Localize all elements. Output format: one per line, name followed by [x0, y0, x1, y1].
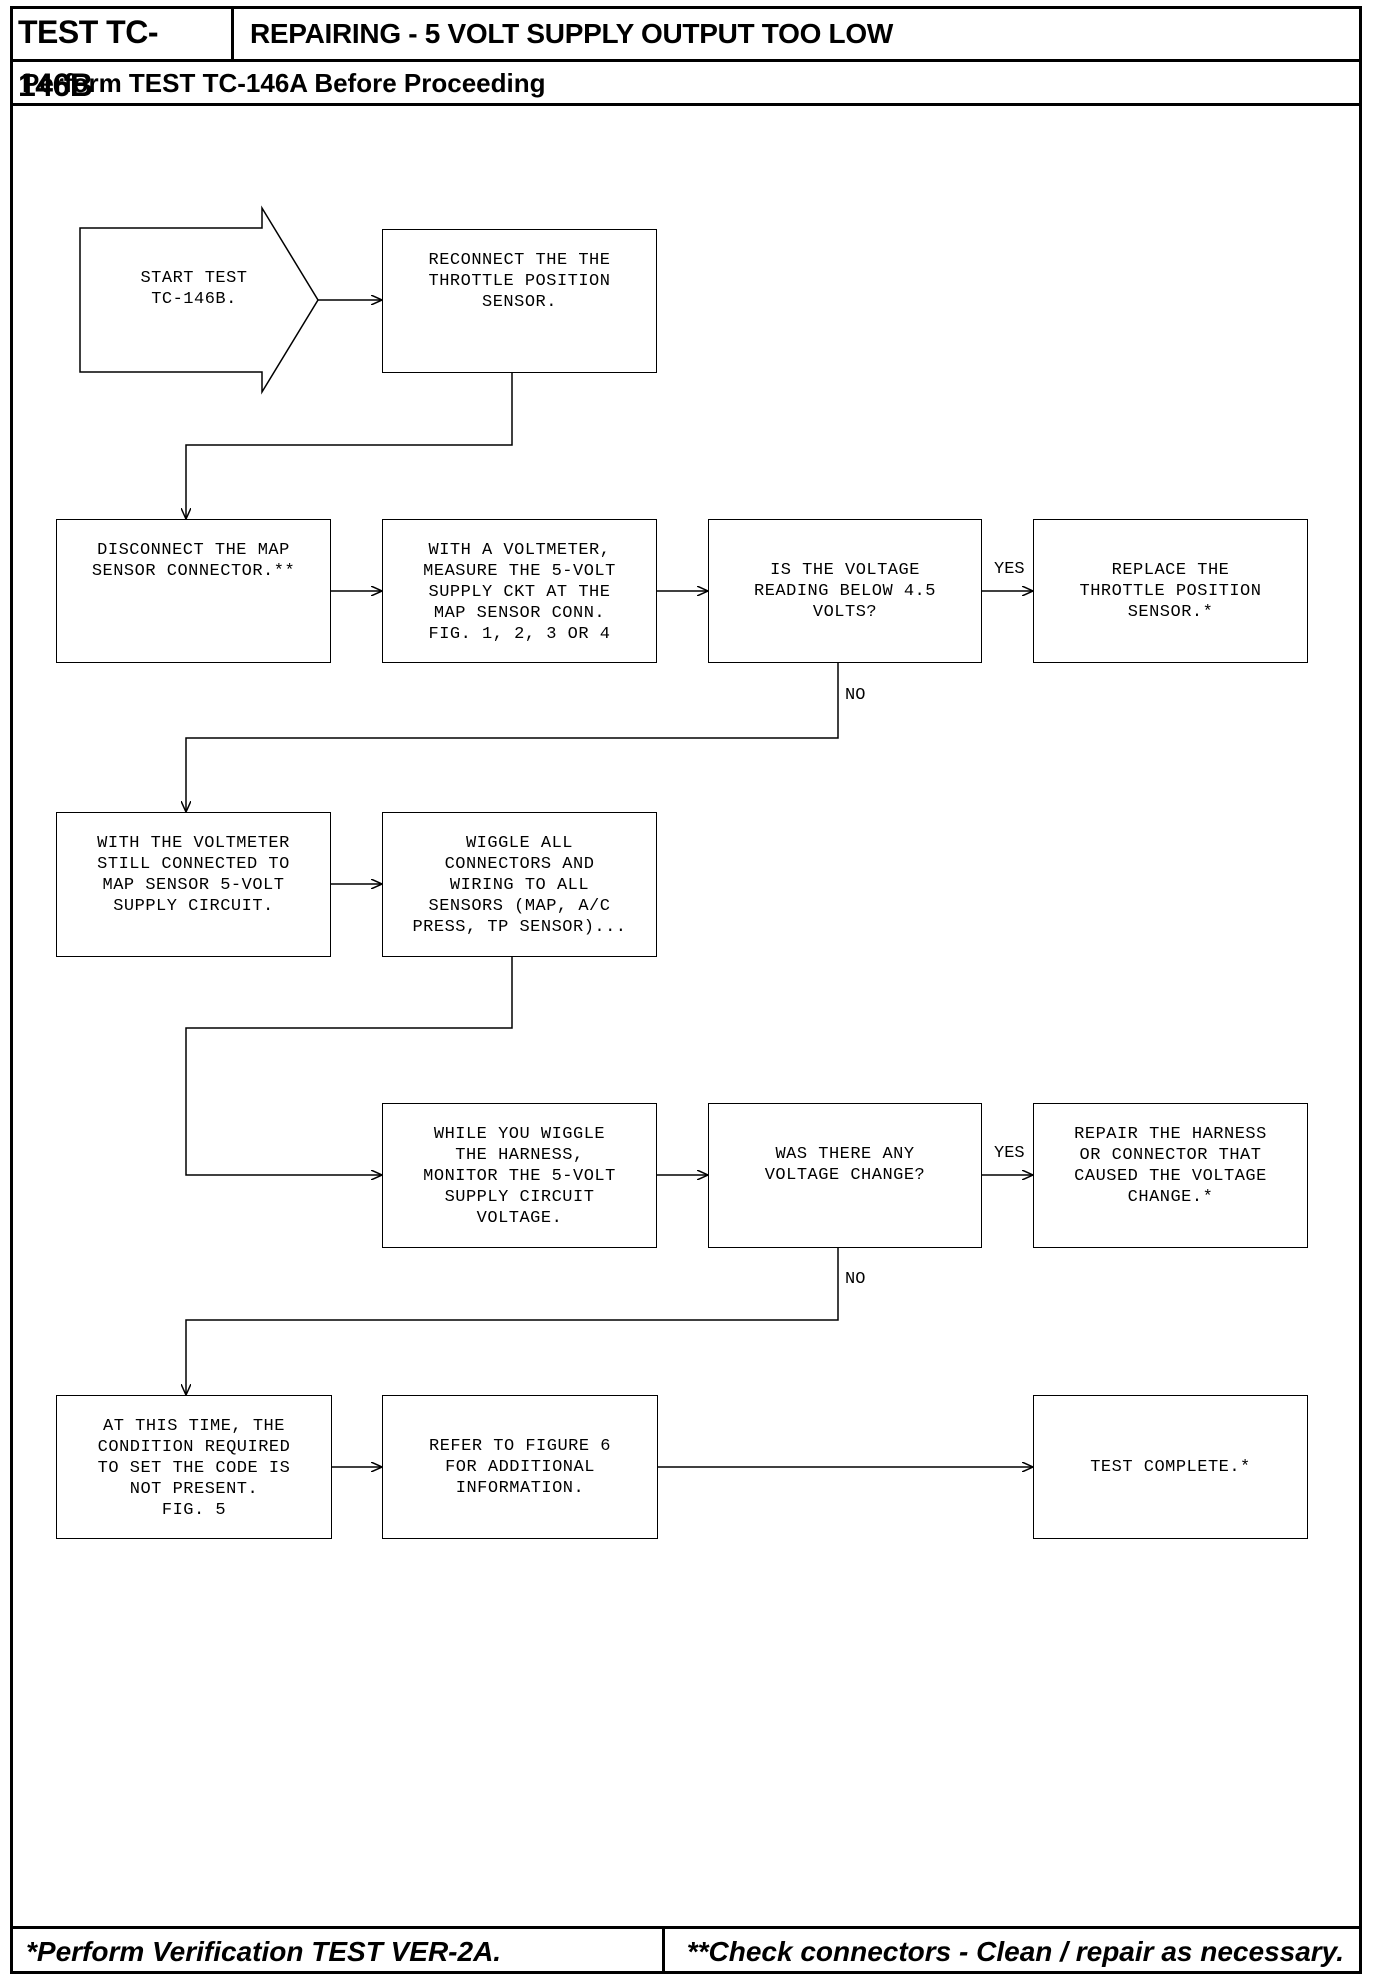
decision-voltage-change-text: WAS THERE ANY VOLTAGE CHANGE? [764, 1145, 926, 1185]
test-id: TEST TC-146B [10, 6, 234, 103]
start-arrow-shape [79, 205, 319, 395]
yes-label-1: YES [994, 560, 1025, 579]
step-wiggle-connectors-text: WIGGLE ALL CONNECTORS AND WIRING TO ALL … [412, 834, 627, 937]
step-voltmeter-connected: WITH THE VOLTMETER STILL CONNECTED TO MA… [56, 812, 331, 957]
result-test-complete-text: TEST COMPLETE.* [1090, 1457, 1251, 1477]
connector-decision2-no [186, 1247, 839, 1395]
result-replace-tp-sensor: REPLACE THE THROTTLE POSITION SENSOR.* [1033, 519, 1308, 663]
no-label-1: NO [845, 686, 866, 705]
decision-voltage-below-text: IS THE VOLTAGE READING BELOW 4.5 VOLTS? [754, 561, 936, 622]
page-frame [10, 6, 1362, 1974]
step-condition-not-present-text: AT THIS TIME, THE CONDITION REQUIRED TO … [97, 1417, 291, 1520]
connector-step1-step2 [186, 372, 513, 519]
page-title: REPAIRING - 5 VOLT SUPPLY OUTPUT TOO LOW [250, 18, 893, 49]
result-test-complete: TEST COMPLETE.* [1033, 1395, 1308, 1539]
step-disconnect-map-text: DISCONNECT THE MAP SENSOR CONNECTOR.** [91, 541, 296, 581]
footer-verification-note: *Perform Verification TEST VER-2A. [10, 1929, 665, 1974]
step-monitor-voltage: WHILE YOU WIGGLE THE HARNESS, MONITOR TH… [382, 1103, 657, 1248]
connector-step5-step6 [185, 957, 513, 1175]
prerequisite-note: Perform TEST TC-146A Before Proceeding [10, 62, 1362, 106]
result-replace-tp-sensor-text: REPLACE THE THROTTLE POSITION SENSOR.* [1079, 561, 1262, 622]
step-condition-not-present: AT THIS TIME, THE CONDITION REQUIRED TO … [56, 1395, 332, 1539]
step-monitor-voltage-text: WHILE YOU WIGGLE THE HARNESS, MONITOR TH… [423, 1125, 616, 1228]
footer-bar: *Perform Verification TEST VER-2A. **Che… [10, 1926, 1362, 1974]
no-label-2: NO [845, 1270, 866, 1289]
step-refer-figure: REFER TO FIGURE 6 FOR ADDITIONAL INFORMA… [382, 1395, 658, 1539]
footer-connector-note: **Check connectors - Clean / repair as n… [686, 1936, 1344, 1967]
result-repair-harness: REPAIR THE HARNESS OR CONNECTOR THAT CAU… [1033, 1103, 1308, 1248]
step-measure-voltage: WITH A VOLTMETER, MEASURE THE 5-VOLT SUP… [382, 519, 657, 663]
yes-label-2: YES [994, 1144, 1025, 1163]
start-label: START TEST TC-146B. [140, 269, 248, 309]
header-bar: TEST TC-146B REPAIRING - 5 VOLT SUPPLY O… [10, 6, 1362, 103]
decision-voltage-change: WAS THERE ANY VOLTAGE CHANGE? [708, 1103, 982, 1248]
connector-decision1-no [186, 663, 839, 812]
step-disconnect-map: DISCONNECT THE MAP SENSOR CONNECTOR.** [56, 519, 331, 663]
step-reconnect-tp-sensor: RECONNECT THE THE THROTTLE POSITION SENS… [382, 229, 657, 373]
step-measure-voltage-text: WITH A VOLTMETER, MEASURE THE 5-VOLT SUP… [423, 541, 616, 644]
decision-voltage-below: IS THE VOLTAGE READING BELOW 4.5 VOLTS? [708, 519, 982, 663]
step-wiggle-connectors: WIGGLE ALL CONNECTORS AND WIRING TO ALL … [382, 812, 657, 957]
result-repair-harness-text: REPAIR THE HARNESS OR CONNECTOR THAT CAU… [1074, 1125, 1267, 1207]
step-voltmeter-connected-text: WITH THE VOLTMETER STILL CONNECTED TO MA… [97, 834, 290, 916]
step-refer-figure-text: REFER TO FIGURE 6 FOR ADDITIONAL INFORMA… [429, 1437, 611, 1498]
step-reconnect-tp-sensor-text: RECONNECT THE THE THROTTLE POSITION SENS… [428, 251, 611, 312]
